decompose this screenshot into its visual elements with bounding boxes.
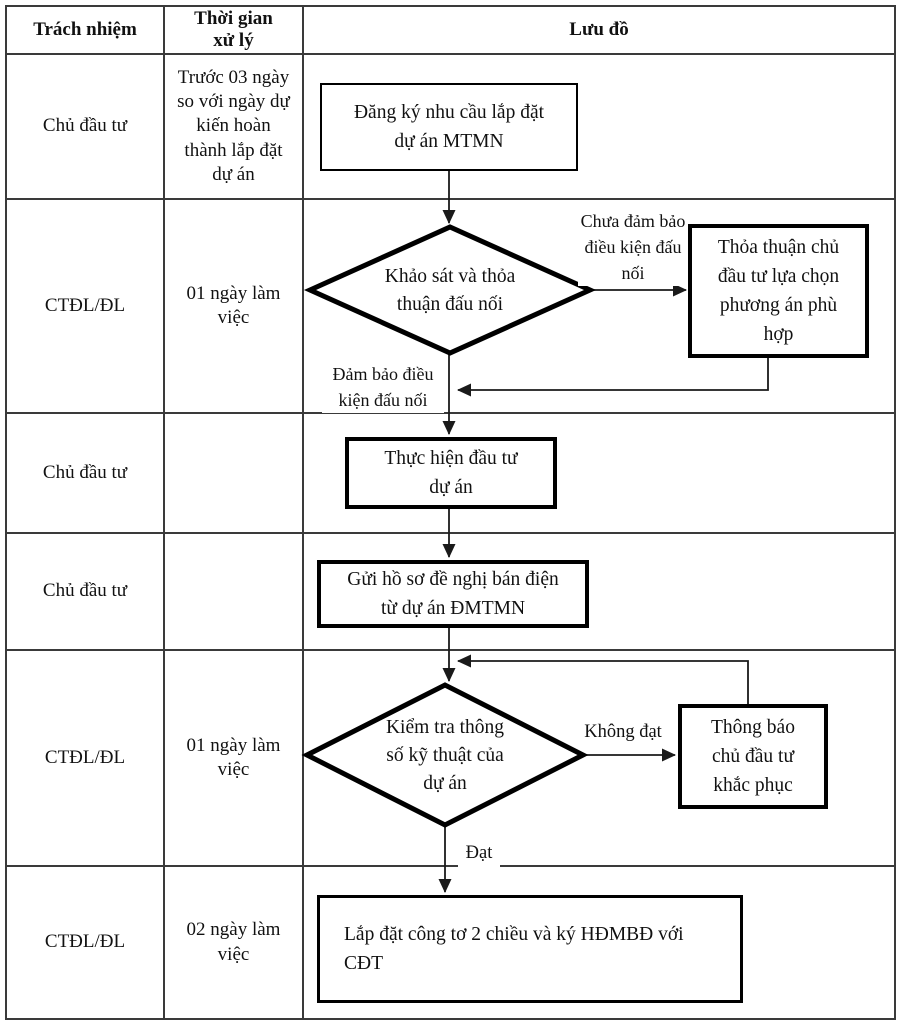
edge-label-fail: Không đạt <box>577 719 669 746</box>
node-survey-label: Khảo sát và thỏa thuận đấu nối <box>384 265 516 315</box>
row5-time: 01 ngày làm việc <box>165 651 304 867</box>
row4-time <box>165 534 304 651</box>
edge-label-not-qualified: Chưa đảm bảo điều kiện đấu nối <box>578 208 688 287</box>
row1-responsibility: Chủ đầu tư <box>7 55 165 200</box>
row5-flow-area <box>304 651 894 867</box>
node-register: Đăng ký nhu cầu lắp đặt dự án MTMN <box>320 83 578 171</box>
node-invest-label: Thực hiện đầu tư dự án <box>384 447 518 498</box>
node-agree-label: Thỏa thuận chủ đầu tư lựa chọn phương án… <box>717 236 840 346</box>
row3-time <box>165 414 304 534</box>
row4-responsibility: Chủ đầu tư <box>7 534 165 651</box>
node-install: Lắp đặt công tơ 2 chiều và ký HĐMBĐ với … <box>317 895 743 1003</box>
row6-time: 02 ngày làm việc <box>165 867 304 1018</box>
node-notify-label: Thông báo chủ đầu tư khắc phục <box>711 716 795 797</box>
col-header-flowchart: Lưu đồ <box>304 7 894 55</box>
node-survey-decision: Khảo sát và thỏa thuận đấu nối <box>380 237 520 345</box>
col-header-responsibility: Trách nhiệm <box>7 7 165 55</box>
row4-flow-area <box>304 534 894 651</box>
node-invest: Thực hiện đầu tư dự án <box>345 437 557 509</box>
col-header-time-label: Thời gian xử lý <box>194 8 273 51</box>
col-header-time: Thời gian xử lý <box>165 7 304 55</box>
row3-responsibility: Chủ đầu tư <box>7 414 165 534</box>
row2-time: 01 ngày làm việc <box>165 200 304 414</box>
node-check-decision: Kiểm tra thông số kỹ thuật của dự án <box>375 700 515 812</box>
col-header-responsibility-label: Trách nhiệm <box>33 19 137 41</box>
row2-flow-area <box>304 200 894 414</box>
node-check-label: Kiểm tra thông số kỹ thuật của dự án <box>385 716 505 795</box>
col-header-flowchart-label: Lưu đồ <box>569 19 629 41</box>
flow-table: Trách nhiệm Thời gian xử lý Lưu đồ Chủ đ… <box>5 5 896 1020</box>
row6-responsibility: CTĐL/ĐL <box>7 867 165 1018</box>
row3-flow-area <box>304 414 894 534</box>
node-submit: Gửi hồ sơ đề nghị bán điện từ dự án ĐMTM… <box>317 560 589 628</box>
row1-flow-area <box>304 55 894 200</box>
node-agree: Thỏa thuận chủ đầu tư lựa chọn phương án… <box>688 224 869 358</box>
row2-responsibility: CTĐL/ĐL <box>7 200 165 414</box>
node-submit-label: Gửi hồ sơ đề nghị bán điện từ dự án ĐMTM… <box>347 568 559 619</box>
edge-label-qualified: Đảm bảo điều kiện đấu nối <box>322 361 444 414</box>
row1-time: Trước 03 ngày so với ngày dự kiến hoàn t… <box>165 55 304 200</box>
row5-responsibility: CTĐL/ĐL <box>7 651 165 867</box>
node-register-label: Đăng ký nhu cầu lắp đặt dự án MTMN <box>353 101 545 152</box>
node-notify: Thông báo chủ đầu tư khắc phục <box>678 704 828 809</box>
node-install-label: Lắp đặt công tơ 2 chiều và ký HĐMBĐ với … <box>344 923 684 974</box>
edge-label-pass: Đạt <box>458 840 500 867</box>
